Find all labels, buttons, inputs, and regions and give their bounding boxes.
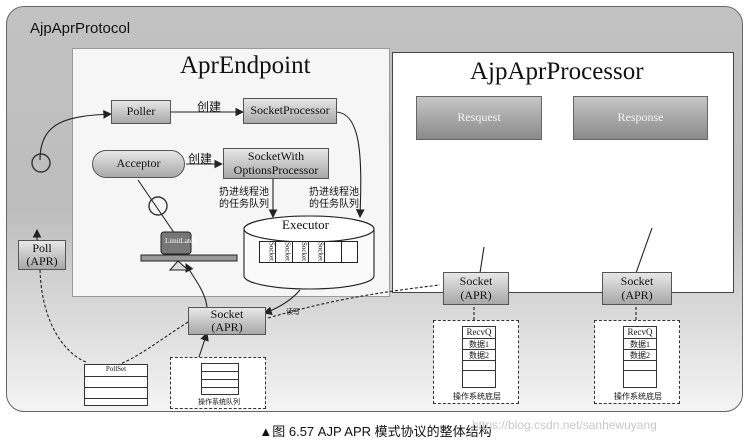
socket-apr-box-1: Socket (APR) <box>443 272 509 305</box>
protocol-title: AjpAprProtocol <box>30 20 131 37</box>
socket-apr-box-left: Socket (APR) <box>188 307 266 335</box>
arrow-socket-to-processor <box>267 284 441 319</box>
accept-queue-label: 操作系统队列 <box>198 398 240 406</box>
accept-queue-box: 操作系统队列 <box>170 357 266 409</box>
pollset-row-2 <box>85 388 147 399</box>
executor-cell-2: Socket <box>276 242 293 262</box>
processor-title: AjpAprProcessor <box>470 58 644 85</box>
socket-left-line1: Socket <box>210 306 244 321</box>
arrow-executor-to-socket <box>262 289 301 315</box>
arrow-socketprocessor-to-executor <box>334 111 365 219</box>
recvq2-title: RecvQ <box>624 327 656 339</box>
note-left: 扔进线程池 的任务队列 <box>219 187 269 210</box>
arrow-poll-to-pollset <box>39 269 87 363</box>
recvq1-row-1: 数据1 <box>463 339 495 350</box>
note-left-line1: 扔进线程池 <box>219 187 269 198</box>
socketwithoptions-box: SocketWith OptionsProcessor <box>223 148 329 179</box>
socket1-line2: (APR) <box>460 287 492 302</box>
response-box: Response <box>573 96 708 140</box>
socketprocessor-box: SocketProcessor <box>243 98 337 124</box>
cycle-icon-acceptor <box>148 196 168 216</box>
socketwithoptions-line1: SocketWith <box>247 149 305 164</box>
figure-caption: ▲图 6.57 AJP APR 模式协议的整体结构 <box>259 424 492 439</box>
executor-queue: Socket Socket Socket Socket <box>259 241 358 263</box>
socket2-line2: (APR) <box>621 287 653 302</box>
recvq2-row-1: 数据1 <box>624 339 656 350</box>
note-left-line2: 的任务队列 <box>219 198 269 210</box>
executor-cell-empty-2 <box>342 242 357 262</box>
executor-label: Executor <box>282 217 329 232</box>
acceptor-box: Acceptor <box>92 150 185 178</box>
note-right-line1: 扔进线程池 <box>309 187 359 198</box>
create-label-poller: 创建 <box>197 100 222 114</box>
pollset-label: PollSet <box>85 365 147 377</box>
arrow-socket2-up <box>635 227 653 274</box>
arrow-acceptor-to-latch <box>137 179 176 235</box>
accept-queue-stack <box>201 363 239 395</box>
poll-line2: (APR) <box>26 254 58 268</box>
limitlatch-label: LimitLatch <box>165 237 197 245</box>
recvq1-row-2: 数据2 <box>463 350 495 361</box>
pollset-row-1 <box>85 377 147 388</box>
limitlatch-seesaw <box>140 231 238 271</box>
cycle-icon-poll <box>31 153 51 173</box>
recvq2-row-2: 数据2 <box>624 350 656 361</box>
arrow-socket1-up <box>479 246 485 274</box>
rw-label: 读写 <box>286 308 300 316</box>
executor-cell-4: Socket <box>309 242 326 262</box>
executor-cell-1: Socket <box>260 242 277 262</box>
poll-line1: Poll <box>32 240 52 255</box>
processor-panel <box>392 52 734 293</box>
pollset-box: PollSet <box>84 364 148 406</box>
recvq2-stack: RecvQ 数据1 数据2 <box>623 326 657 388</box>
arrow-socket-to-latch <box>185 263 208 308</box>
request-box: Resquest <box>416 96 542 140</box>
executor-cell-empty-1 <box>325 242 342 262</box>
recvq-box-1: RecvQ 数据1 数据2 操作系统底层 <box>433 320 519 404</box>
arrow-socket-to-pollset <box>117 321 189 366</box>
endpoint-title: AprEndpoint <box>180 52 311 79</box>
recvq-box-2: RecvQ 数据1 数据2 操作系统底层 <box>594 320 680 404</box>
poller-box: Poller <box>111 100 171 124</box>
recvq1-stack: RecvQ 数据1 数据2 <box>462 326 496 388</box>
socket1-line1: Socket <box>459 274 493 289</box>
note-right: 扔进线程池 的任务队列 <box>309 187 359 210</box>
recvq1-footer: 操作系统底层 <box>453 392 501 401</box>
recvq2-footer: 操作系统底层 <box>614 392 662 401</box>
note-right-line2: 的任务队列 <box>309 198 359 210</box>
arrow-queue-to-socket <box>197 331 209 361</box>
poll-apr-box: Poll (APR) <box>18 240 66 270</box>
recvq1-title: RecvQ <box>463 327 495 339</box>
create-label-acceptor: 创建 <box>188 152 213 166</box>
executor-cell-3: Socket <box>293 242 309 262</box>
socketwithoptions-line2: OptionsProcessor <box>233 162 319 177</box>
socket-left-line2: (APR) <box>211 320 243 334</box>
socket2-line1: Socket <box>620 274 654 289</box>
socket-apr-box-2: Socket (APR) <box>602 272 672 305</box>
arrow-poll-to-poller <box>39 109 113 161</box>
watermark: https://blog.csdn.net/sanhewuyang <box>472 418 657 432</box>
